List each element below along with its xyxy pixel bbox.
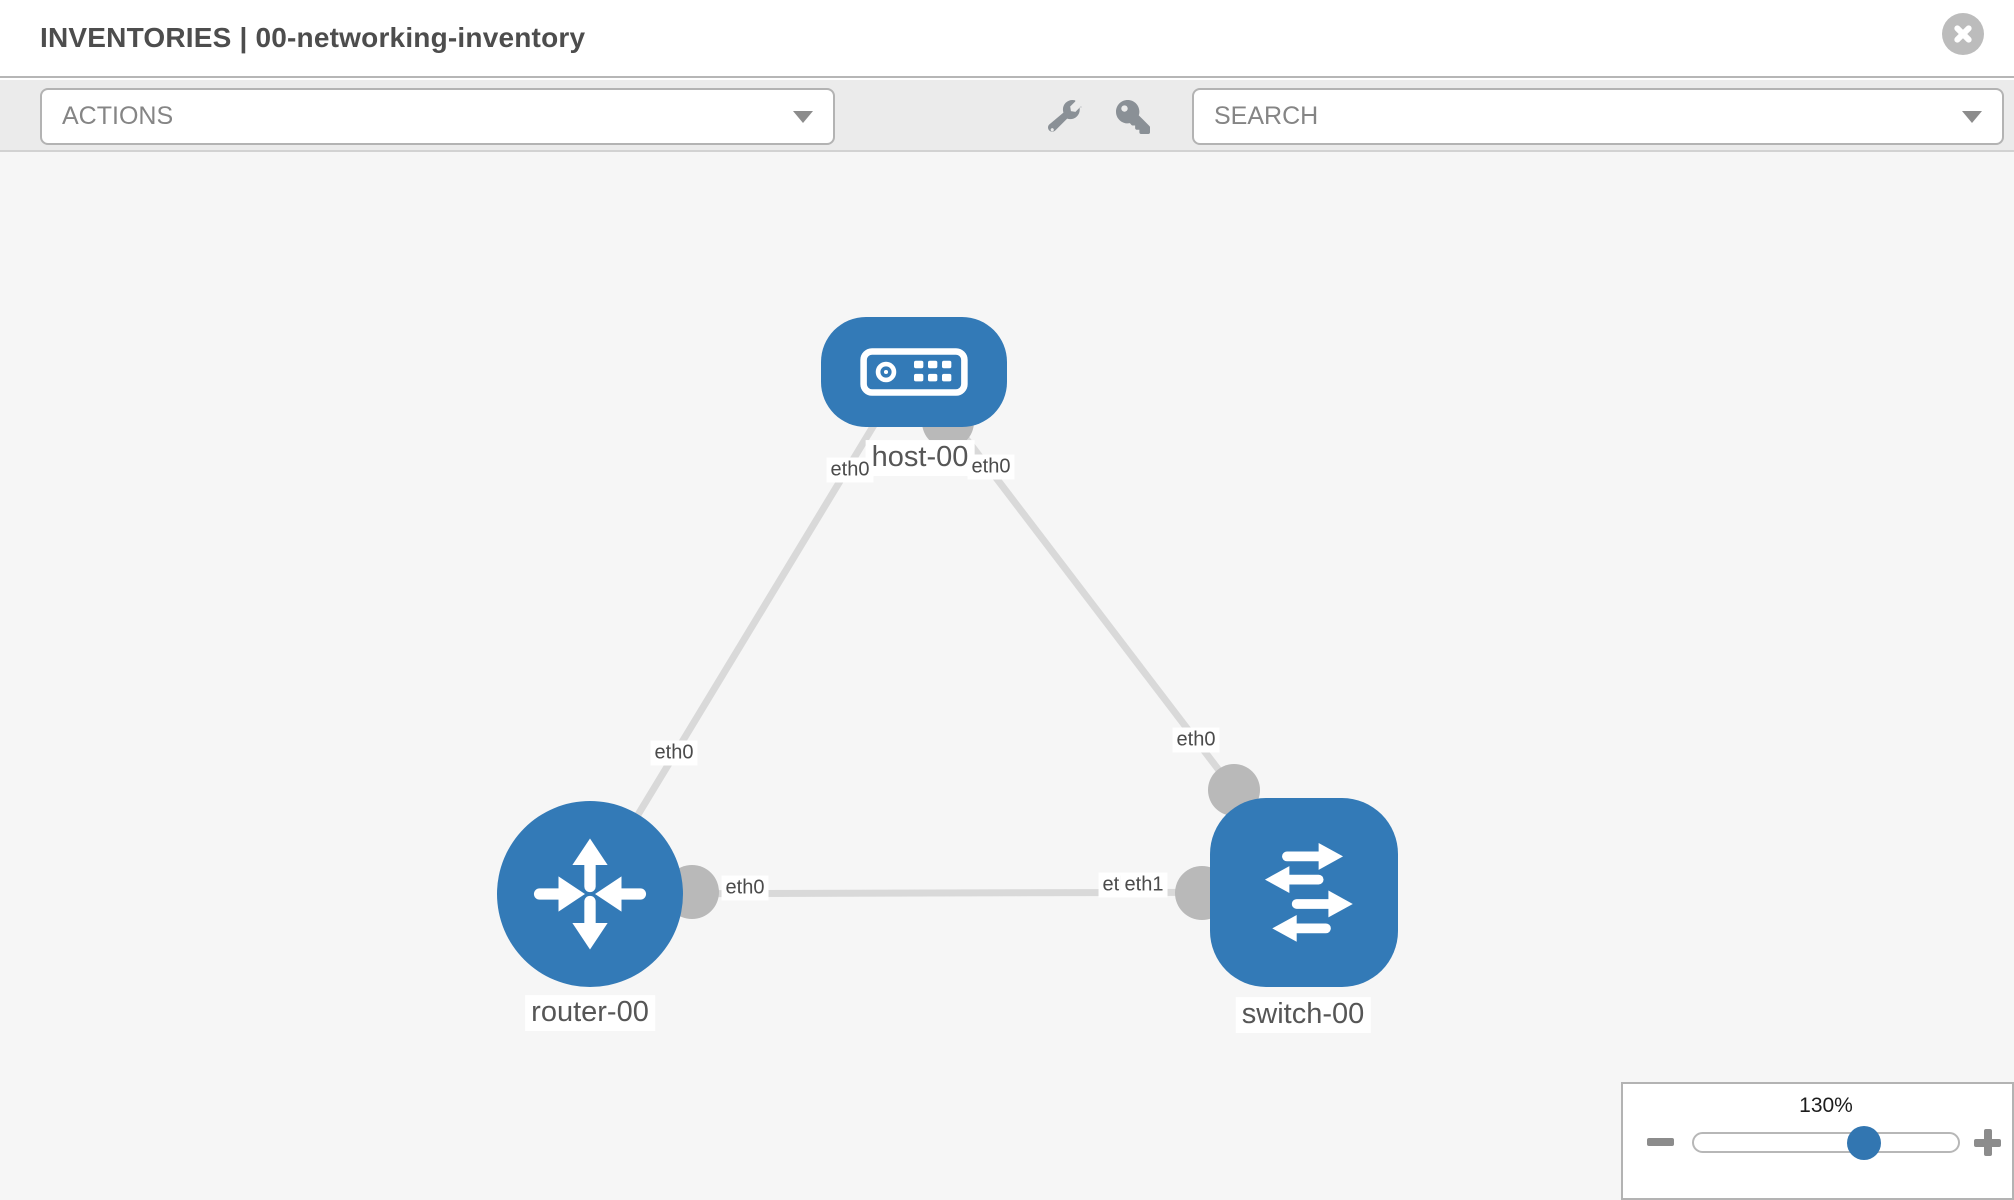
interface-label: eth0	[826, 457, 874, 483]
zoom-slider-track[interactable]	[1692, 1125, 1960, 1160]
switch-icon	[1264, 842, 1353, 942]
node-host-00[interactable]	[821, 317, 1007, 427]
interface-label: eth0	[721, 875, 769, 901]
node-label-switch-00: switch-00	[1235, 997, 1371, 1033]
node-label-host-00: host-00	[865, 440, 975, 476]
search-placeholder: SEARCH	[1214, 102, 1319, 130]
actions-dropdown-label: ACTIONS	[62, 102, 174, 130]
topology-canvas[interactable]: host-00 router-00 switch-00 eth0 eth0 eth0…	[0, 152, 2014, 1200]
interface-label: eth0	[650, 740, 698, 766]
search-dropdown[interactable]: SEARCH	[1192, 88, 2004, 145]
page-title: INVENTORIES | 00-networking-inventory	[40, 22, 586, 53]
actions-dropdown[interactable]: ACTIONS	[40, 88, 835, 145]
interface-label: eth1	[1120, 872, 1168, 898]
key-icon-glyph	[1116, 100, 1150, 134]
chevron-down-icon	[793, 110, 813, 123]
key-icon[interactable]	[1114, 98, 1152, 136]
header: INVENTORIES | 00-networking-inventory	[0, 0, 2014, 78]
wrench-icon[interactable]	[1046, 98, 1084, 136]
chevron-down-icon	[1962, 110, 1982, 123]
host-icon	[860, 348, 968, 396]
toolbar: ACTIONS SEARCH	[0, 80, 2014, 152]
zoom-panel: 130%	[1621, 1082, 2014, 1200]
interface-label: eth0	[967, 454, 1015, 480]
zoom-in-icon[interactable]	[1974, 1129, 2001, 1156]
interface-label: eth0	[1172, 727, 1220, 753]
zoom-out-icon[interactable]	[1647, 1138, 1674, 1146]
zoom-level: 130%	[1799, 1094, 1853, 1117]
zoom-slider-thumb[interactable]	[1847, 1125, 1882, 1160]
wrench-icon-glyph	[1048, 100, 1082, 132]
node-switch-00[interactable]	[1210, 798, 1398, 987]
topology-links-layer	[587, 396, 1305, 920]
close-icon	[1942, 13, 1984, 55]
node-label-router-00: router-00	[525, 995, 655, 1031]
router-icon	[533, 838, 647, 950]
node-router-00[interactable]	[497, 801, 683, 987]
close-button[interactable]	[1942, 13, 1984, 55]
